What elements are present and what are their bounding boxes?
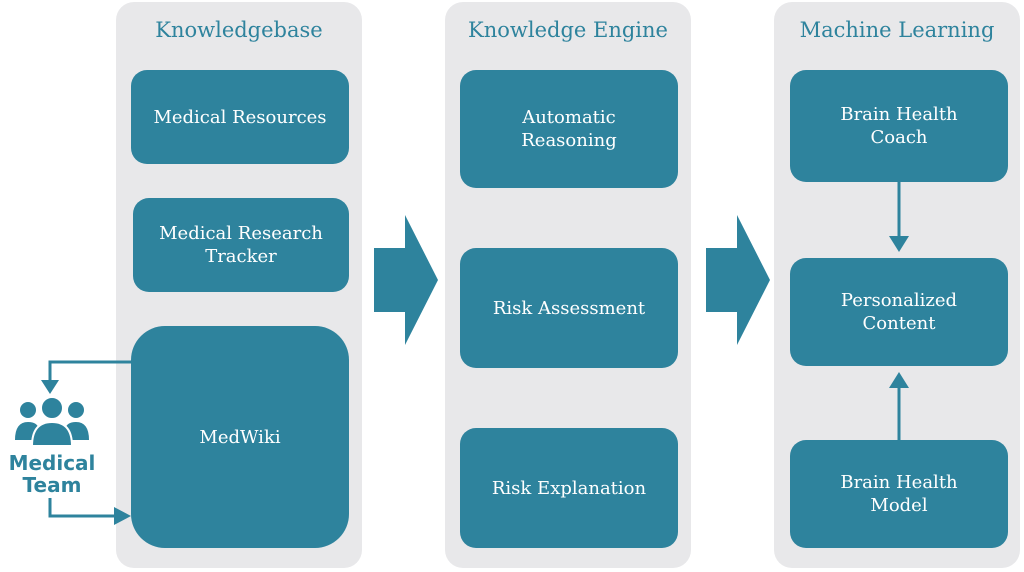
team-label-line1: Medical	[8, 451, 96, 475]
arrowhead-team-to-medwiki	[114, 507, 131, 525]
box-label: Risk Explanation	[491, 477, 647, 499]
box-label: MedWiki	[199, 426, 281, 448]
box-brain-health-coach[interactable]: Brain Health Coach	[790, 70, 1008, 182]
box-label: Automatic Reasoning	[521, 107, 617, 151]
box-label: Medical Resources	[153, 106, 327, 128]
box-brain-health-model[interactable]: Brain Health Model	[790, 440, 1008, 548]
box-label: Brain Health Coach	[840, 104, 958, 148]
box-automatic-reasoning[interactable]: Automatic Reasoning	[460, 70, 678, 188]
arrow-medwiki-to-team	[48, 360, 134, 382]
arrowhead-coach-to-content	[889, 236, 909, 252]
medical-team-label: Medical Team	[4, 452, 100, 496]
box-medical-research-tracker[interactable]: Medical Research Tracker	[133, 198, 349, 292]
box-label: Risk Assessment	[492, 297, 646, 319]
panel-title-knowledgebase: Knowledgebase	[155, 18, 323, 42]
box-label: Brain Health Model	[840, 472, 958, 516]
arrowhead-medwiki-to-team	[41, 380, 59, 394]
box-risk-assessment[interactable]: Risk Assessment	[460, 248, 678, 368]
arrow-team-to-medwiki	[48, 498, 116, 518]
block-arrow-1	[374, 215, 438, 345]
box-label: Medical Research Tracker	[159, 223, 323, 267]
box-medical-resources[interactable]: Medical Resources	[131, 70, 349, 164]
panel-title-knowledge-engine: Knowledge Engine	[468, 18, 668, 42]
box-personalized-content[interactable]: Personalized Content	[790, 258, 1008, 366]
arrowhead-model-to-content	[889, 372, 909, 388]
box-label: Personalized Content	[840, 290, 958, 334]
team-label-line2: Team	[22, 473, 82, 497]
panel-title-machine-learning: Machine Learning	[799, 18, 995, 42]
people-group-icon	[15, 396, 89, 446]
block-arrow-2	[706, 215, 770, 345]
box-risk-explanation[interactable]: Risk Explanation	[460, 428, 678, 548]
box-medwiki[interactable]: MedWiki	[131, 326, 349, 548]
